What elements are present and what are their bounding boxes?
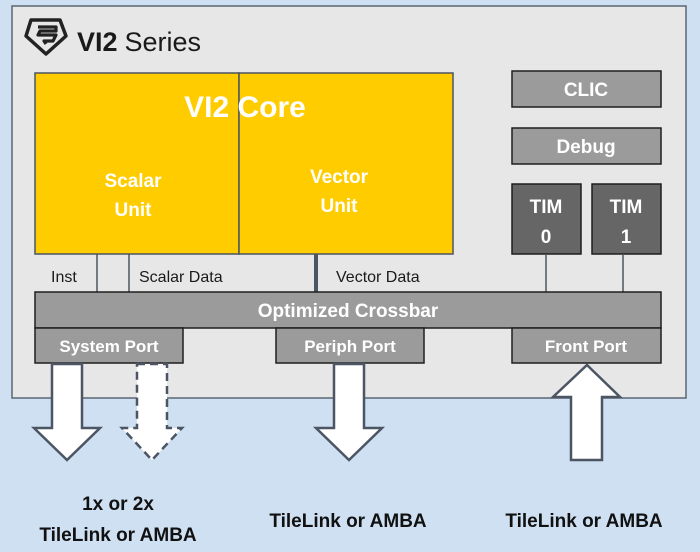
periph-port-arrow-down-icon	[312, 362, 386, 462]
scalar-unit-label-line1: Scalar	[104, 171, 162, 192]
tim0-label-line1: TIM	[530, 197, 563, 218]
system-port: System Port	[34, 327, 184, 364]
vector-data-label: Vector Data	[336, 269, 420, 286]
front-port-arrow-up-icon	[549, 363, 624, 462]
vi2-core: VI2 Core Scalar Unit Vector Unit	[34, 72, 454, 255]
tim0-label-line2: 0	[541, 227, 552, 248]
sifive-shield-logo-icon	[24, 18, 68, 56]
scalar-data-label: Scalar Data	[139, 269, 223, 286]
series-title-bold: VI2	[77, 27, 118, 57]
series-title-regular: Series	[125, 27, 202, 57]
front-port-label: Front Port	[545, 337, 627, 356]
clic-block: CLIC	[511, 70, 662, 108]
tim1-block: TIM 1	[591, 183, 662, 255]
system-port-arrow-down-icon	[30, 362, 104, 462]
periph-port: Periph Port	[275, 327, 425, 364]
system-port-optional-arrow-down-icon	[119, 362, 185, 462]
crossbar-label: Optimized Crossbar	[258, 301, 439, 322]
system-port-caption-line2: TileLink or AMBA	[39, 525, 197, 546]
optimized-crossbar: Optimized Crossbar	[34, 291, 662, 329]
clic-label: CLIC	[564, 80, 609, 101]
tim1-label-line2: 1	[621, 227, 632, 248]
system-port-label: System Port	[59, 337, 159, 356]
vector-unit-block	[238, 72, 454, 255]
tim1-label-line1: TIM	[610, 197, 643, 218]
periph-port-label: Periph Port	[304, 337, 396, 356]
system-port-caption-line1: 1x or 2x	[82, 494, 154, 515]
debug-block: Debug	[511, 127, 662, 165]
vector-unit-label-line1: Vector	[310, 167, 369, 188]
scalar-unit-block	[34, 72, 240, 255]
debug-label: Debug	[556, 137, 615, 158]
periph-port-caption: TileLink or AMBA	[269, 511, 427, 532]
vector-unit-label-line2: Unit	[321, 196, 359, 217]
tim0-block: TIM 0	[511, 183, 582, 255]
scalar-unit-label-line2: Unit	[115, 200, 153, 221]
inst-label: Inst	[51, 269, 77, 286]
front-port: Front Port	[511, 327, 662, 364]
core-title: VI2 Core	[184, 91, 306, 124]
front-port-caption: TileLink or AMBA	[505, 511, 663, 532]
